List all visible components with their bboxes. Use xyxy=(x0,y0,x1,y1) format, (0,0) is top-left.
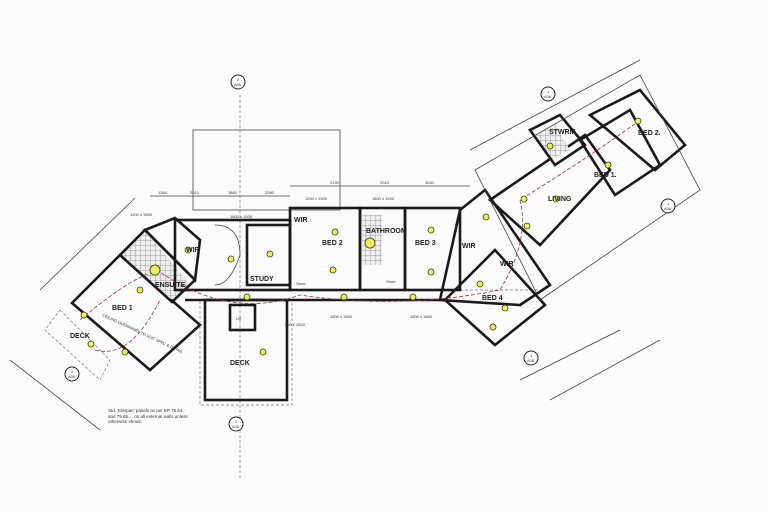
room-label-bathroom: BATHROOM xyxy=(366,228,407,235)
room-label-deck-mid: DECK xyxy=(230,360,250,367)
stwrm-walls xyxy=(528,113,587,167)
deck-mid-outline xyxy=(199,299,293,406)
bed2-right-walls xyxy=(587,88,687,172)
svg-text:1800 x 1500: 1800 x 1500 xyxy=(330,314,353,319)
svg-text:A06: A06 xyxy=(664,206,672,211)
room-label-wir-bed4: WIR xyxy=(500,261,514,268)
svg-text:2010: 2010 xyxy=(190,190,200,195)
svg-text:A06: A06 xyxy=(68,374,76,379)
electrical-run xyxy=(79,119,641,321)
room-label-store2: Store xyxy=(386,279,396,284)
room-label-bed1-right: BED 1. xyxy=(594,172,617,179)
room-label-wir-mid: WIR xyxy=(462,243,476,250)
ceiling-note: CEILING OVERPANEL TO SUIT SPEC & DETAIL xyxy=(102,312,185,354)
room-label-study: STUDY xyxy=(250,276,274,283)
svg-text:1: 1 xyxy=(530,353,533,358)
room-label-lift: Lift xyxy=(236,316,242,321)
stwrm-floor xyxy=(535,125,570,160)
svg-text:2190: 2190 xyxy=(330,180,340,185)
room-label-bed2: BED 2 xyxy=(322,240,343,247)
room-label-bed3: BED 3 xyxy=(415,240,436,247)
room-label-ensuite: ENSUITE xyxy=(155,282,186,289)
bed3-walls xyxy=(403,206,462,292)
svg-text:A06: A06 xyxy=(234,82,242,87)
svg-text:1264: 1264 xyxy=(158,190,168,195)
lift-walls xyxy=(228,303,257,332)
svg-text:1860: 1860 xyxy=(228,190,238,195)
dimension-line xyxy=(519,329,621,381)
svg-text:1800 x 1500: 1800 x 1500 xyxy=(372,196,395,201)
svg-text:2: 2 xyxy=(71,369,74,374)
svg-text:3030: 3030 xyxy=(425,180,435,185)
room-label-deck-left: DECK xyxy=(70,333,90,340)
dimension-line xyxy=(9,359,101,431)
room-label-wir-bed2: WIR xyxy=(294,217,308,224)
room-label-wir: WIR xyxy=(186,247,200,254)
dimension-line xyxy=(39,197,136,291)
svg-text:1200 x 1500: 1200 x 1500 xyxy=(305,196,328,201)
deck-mid-walls xyxy=(203,298,289,402)
svg-text:1: 1 xyxy=(547,89,550,94)
svg-text:2: 2 xyxy=(235,419,238,424)
dimension-line xyxy=(469,59,641,151)
room-label-bed1: BED 1 xyxy=(112,305,133,312)
svg-text:1200 x 1500: 1200 x 1500 xyxy=(130,212,153,217)
svg-text:2280: 2280 xyxy=(265,190,275,195)
svg-text:2: 2 xyxy=(237,77,240,82)
svg-text:1: 1 xyxy=(667,201,670,206)
svg-text:1800 x 1800: 1800 x 1800 xyxy=(410,314,433,319)
dimension-labels: 1264 2010 1860 2280 2190 2010 3030 1200 … xyxy=(130,180,435,327)
wir-left-walls xyxy=(142,216,202,283)
right-wing-outline xyxy=(474,74,701,301)
light-fixtures xyxy=(80,117,642,356)
room-label-stwrm: STWRM xyxy=(549,129,576,136)
svg-text:A06: A06 xyxy=(232,424,240,429)
bed1-left-walls xyxy=(70,253,202,372)
room-label-bed4: BED 4 xyxy=(482,295,503,302)
spiral-stair xyxy=(214,224,241,286)
bed1-right-walls xyxy=(578,108,662,197)
room-label-living: LIVING xyxy=(548,196,572,203)
room-label-store1: Store xyxy=(296,281,306,286)
svg-text:2010: 2010 xyxy=(380,180,390,185)
svg-text:A06: A06 xyxy=(527,358,535,363)
svg-text:1800 x 1500: 1800 x 1500 xyxy=(230,214,253,219)
svg-text:600 x 1500: 600 x 1500 xyxy=(285,322,306,327)
electrical-run xyxy=(94,299,161,352)
upper-outline xyxy=(192,129,341,211)
bed4-walls xyxy=(443,248,547,347)
room-label-bed2-right: BED 2. xyxy=(638,130,661,137)
svg-text:A06: A06 xyxy=(544,94,552,99)
panel-note: Std. 'Elerpan' panels as per EP 75.64 an… xyxy=(108,408,188,424)
dimension-line xyxy=(549,339,661,401)
